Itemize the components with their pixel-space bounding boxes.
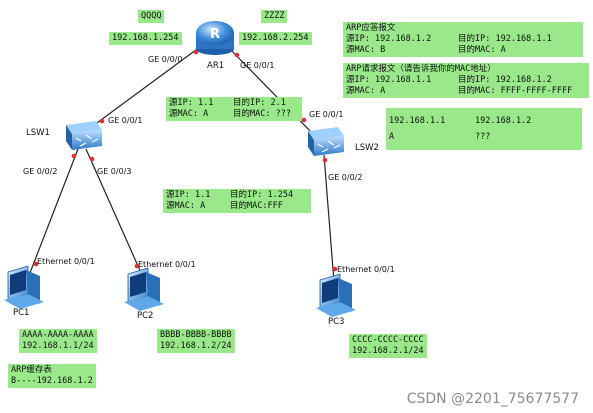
pc1-ip: 192.168.1.1/24 <box>22 341 94 351</box>
lsw1-port-left: GE 0/0/2 <box>23 167 58 176</box>
port-dot <box>33 261 39 267</box>
arp-cache-box: ARP缓存表 B----192.168.1.2 <box>8 364 96 388</box>
arp-table-mac-a: A <box>389 132 395 142</box>
frame-bottom-src-mac: 源MAC: A <box>166 201 206 211</box>
arp-cache-title: ARP缓存表 <box>11 365 52 375</box>
pc3-ip: 192.168.2.1/24 <box>352 346 424 356</box>
arp-reply-dst-ip: 目的IP: 192.168.1.1 <box>458 34 552 44</box>
pc3-mac: CCCC-CCCC-CCCC <box>352 335 424 345</box>
pc1-mac: AAAA-AAAA-AAAA <box>22 330 94 340</box>
arp-reply-title: ARP应答报文 <box>346 23 396 33</box>
port-dot <box>71 153 77 159</box>
pc3-address-box: CCCC-CCCC-CCCC 192.168.2.1/24 <box>349 334 427 358</box>
pc-icon-pc1[interactable] <box>4 265 44 309</box>
frame-top-src-mac: 源MAC: A <box>169 109 209 119</box>
frame-bottom-src-ip: 源IP: 1.1 <box>166 190 211 200</box>
link-ar1-lsw2 <box>224 43 317 138</box>
lsw2-port-down: GE 0/0/2 <box>328 173 363 182</box>
pc1-port: Ethernet 0/0/1 <box>37 257 95 266</box>
switch-icon-lsw2[interactable] <box>308 127 344 156</box>
svg-text:R: R <box>210 27 220 42</box>
pc1-address-box: AAAA-AAAA-AAAA 192.168.1.1/24 <box>19 329 97 353</box>
switch-icon-lsw1[interactable] <box>66 121 102 150</box>
frame-box-top: 源IP: 1.1 目的IP: 2.1 源MAC: A 目的MAC: ??? <box>166 97 302 121</box>
pc1-name: PC1 <box>13 308 30 318</box>
lsw1-name: LSW1 <box>26 128 50 138</box>
port-dot <box>89 156 95 162</box>
pc2-ip: 192.168.1.2/24 <box>160 341 232 351</box>
router-tag-right: ZZZZ <box>261 10 288 23</box>
arp-request-dst-ip: 目的IP: 192.168.1.2 <box>458 75 552 85</box>
arp-table-box: 192.168.1.1 192.168.1.2 A??? <box>386 108 582 150</box>
link-lsw1-pc2 <box>85 148 143 276</box>
lsw1-port-right: GE 0/0/3 <box>97 167 132 176</box>
frame-top-dst-ip: 目的IP: 2.1 <box>233 98 286 108</box>
link-lsw1-pc1 <box>27 148 79 279</box>
router-port-right: GE 0/0/1 <box>240 61 275 70</box>
router-ip-right: 192.168.2.254 <box>239 32 312 45</box>
link-lsw2-pc3 <box>323 154 335 283</box>
arp-request-src-ip: 源IP: 192.168.1.1 <box>346 75 432 85</box>
pc3-name: PC3 <box>328 317 345 327</box>
frame-bottom-dst-mac: 目的MAC:FFF <box>230 201 283 211</box>
pc2-name: PC2 <box>137 311 154 321</box>
port-dot <box>134 263 140 269</box>
router-port-left: GE 0/0/0 <box>148 55 183 64</box>
arp-reply-src-ip: 源IP: 192.168.1.2 <box>346 34 432 44</box>
frame-box-bottom: 源IP: 1.1 目的IP: 1.254 源MAC: A 目的MAC:FFF <box>163 189 311 213</box>
arp-reply-src-mac: 源MAC: B <box>346 45 386 55</box>
port-dot <box>332 266 338 272</box>
arp-table-ip-b: 192.168.1.2 <box>475 116 532 126</box>
router-tag-left: QQQQ <box>138 10 165 23</box>
lsw2-port-up: GE 0/0/1 <box>309 110 344 119</box>
frame-bottom-dst-ip: 目的IP: 1.254 <box>230 190 294 200</box>
lsw1-port-up: GE 0/0/1 <box>108 116 143 125</box>
arp-request-box: ARP请求报文（请告诉我你的MAC地址） 源IP: 192.168.1.1 目的I… <box>343 63 589 98</box>
pc2-mac: BBBB-BBBB-BBBB <box>160 330 232 340</box>
lsw2-name: LSW2 <box>355 143 379 153</box>
port-dot <box>301 117 307 123</box>
arp-reply-box: ARP应答报文 源IP: 192.168.1.2 目的IP: 192.168.1.… <box>343 22 583 57</box>
port-dot <box>322 157 328 163</box>
arp-request-src-mac: 源MAC: A <box>346 86 386 96</box>
arp-cache-entry: B----192.168.1.2 <box>11 376 93 386</box>
pc-icon-pc2[interactable] <box>124 267 164 311</box>
router-name: AR1 <box>207 61 225 71</box>
frame-top-dst-mac: 目的MAC: ??? <box>233 109 291 119</box>
pc-icon-pc3[interactable] <box>316 273 356 317</box>
frame-top-src-ip: 源IP: 1.1 <box>169 98 214 108</box>
link-ar1-lsw1 <box>85 43 205 132</box>
pc2-address-box: BBBB-BBBB-BBBB 192.168.1.2/24 <box>157 329 235 353</box>
watermark: CSDN @2201_75677577 <box>406 391 579 407</box>
port-dot <box>99 118 105 124</box>
router-icon[interactable]: R <box>196 21 234 55</box>
arp-table-mac-b: ??? <box>475 132 491 142</box>
arp-request-title: ARP请求报文（请告诉我你的MAC地址） <box>346 64 496 74</box>
arp-request-dst-mac: 目的MAC: FFFF-FFFF-FFFF <box>458 86 573 96</box>
pc3-port: Ethernet 0/0/1 <box>337 265 395 274</box>
router-ip-left: 192.168.1.254 <box>109 32 182 45</box>
port-dot <box>234 52 240 58</box>
arp-reply-dst-mac: 目的MAC: A <box>458 45 506 55</box>
arp-table-ip-a: 192.168.1.1 <box>389 116 446 126</box>
pc2-port: Ethernet 0/0/1 <box>138 260 196 269</box>
